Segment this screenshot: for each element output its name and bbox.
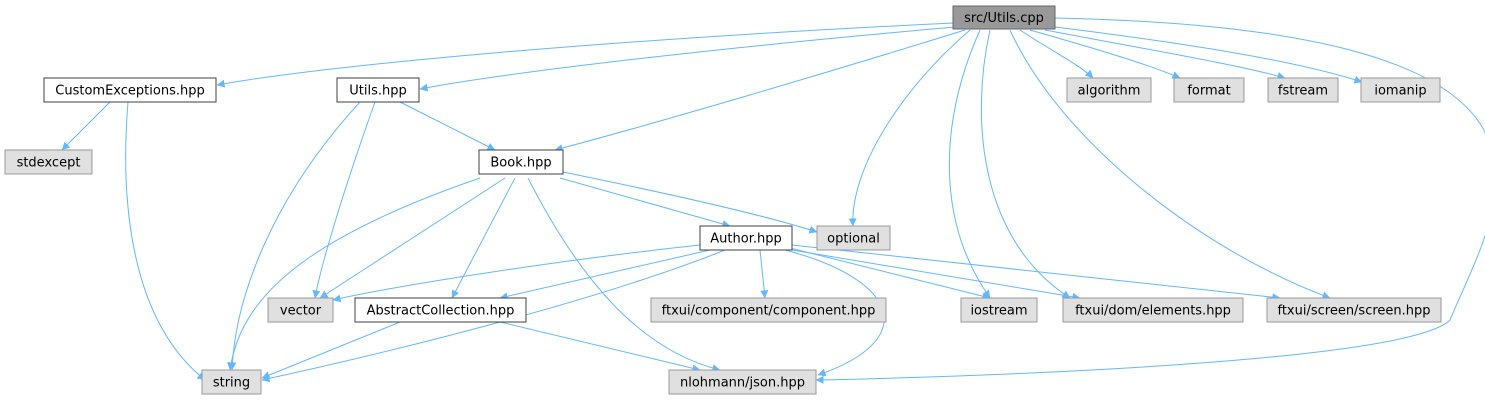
node-label: algorithm	[1078, 84, 1141, 99]
node-label: Utils.hpp	[349, 84, 406, 99]
edge-author-hpp-to-ftxui-screen	[791, 244, 1281, 302]
edge-book-hpp-to-abstract-collection-hpp	[451, 177, 516, 299]
node-ftxui-screen-screen-hpp: ftxui/screen/screen.hpp	[1266, 297, 1442, 323]
edge-book-hpp-to-string	[227, 177, 481, 371]
node-author-hpp[interactable]: Author.hpp	[699, 225, 793, 251]
node-box	[478, 149, 564, 175]
node-label: ftxui/dom/elements.hpp	[1075, 304, 1231, 319]
node-ftxui-component-component-hpp: ftxui/component/component.hpp	[650, 297, 887, 323]
nodes: src/Utils.cpp CustomExceptions.hpp Utils…	[4, 5, 1442, 395]
edge-utils-cpp-to-ftxui-screen	[1009, 29, 1331, 300]
node-label: ftxui/screen/screen.hpp	[1277, 304, 1430, 319]
node-box	[4, 149, 93, 175]
edge-utils-cpp-to-format	[1029, 29, 1181, 79]
edge-custom-exceptions-hpp-to-string	[125, 101, 206, 381]
node-label: iostream	[970, 304, 1027, 319]
node-box	[43, 77, 217, 103]
node-box	[1173, 77, 1245, 103]
edge-utils-cpp-to-ftxui-dom-elements	[980, 29, 1071, 299]
node-box	[650, 297, 887, 323]
node-nlohmann-json-hpp: nlohmann/json.hpp	[668, 369, 817, 395]
node-box	[816, 225, 891, 251]
node-label: format	[1187, 84, 1230, 99]
node-label: CustomExceptions.hpp	[55, 84, 204, 99]
node-stdexcept: stdexcept	[4, 149, 93, 175]
node-src-utils-cpp[interactable]: src/Utils.cpp	[952, 5, 1056, 30]
node-book-hpp[interactable]: Book.hpp	[478, 149, 564, 175]
node-label: src/Utils.cpp	[964, 11, 1044, 26]
node-box	[1267, 77, 1339, 103]
node-label: nlohmann/json.hpp	[680, 376, 805, 391]
node-box	[201, 369, 262, 395]
edge-book-hpp-to-nlohmann-json	[527, 177, 721, 373]
node-box	[1066, 77, 1152, 103]
edge-author-hpp-to-iostream	[789, 247, 991, 301]
edge-utils-cpp-to-custom-exceptions-hpp	[216, 22, 954, 88]
edge-utils-cpp-to-optional	[848, 29, 971, 227]
node-label: string	[213, 376, 250, 391]
node-algorithm: algorithm	[1066, 77, 1152, 103]
node-custom-exceptions-hpp[interactable]: CustomExceptions.hpp	[43, 77, 217, 103]
node-box	[1360, 77, 1441, 103]
node-label: fstream	[1278, 84, 1328, 99]
node-box	[952, 5, 1056, 30]
node-fstream: fstream	[1267, 77, 1339, 103]
edge-author-hpp-to-vector	[332, 244, 701, 303]
edge-custom-exceptions-hpp-to-stdexcept	[61, 101, 111, 151]
edge-utils-hpp-to-string	[228, 101, 361, 371]
node-utils-hpp[interactable]: Utils.hpp	[336, 77, 420, 103]
node-box	[267, 297, 334, 323]
node-label: stdexcept	[17, 156, 81, 171]
node-label: iomanip	[1374, 84, 1426, 99]
node-vector: vector	[267, 297, 334, 323]
edge-utils-cpp-to-fstream	[1044, 29, 1286, 80]
edge-book-hpp-to-vector	[319, 177, 506, 299]
edges	[61, 17, 1485, 384]
node-format: format	[1173, 77, 1245, 103]
node-box	[960, 297, 1038, 323]
node-iostream: iostream	[960, 297, 1038, 323]
edge-author-hpp-to-ftxui-component	[759, 249, 769, 299]
edge-utils-cpp-to-iostream	[948, 29, 991, 299]
edge-author-hpp-to-abstract-collection-hpp	[499, 249, 711, 301]
node-label: Author.hpp	[710, 232, 781, 247]
edge-utils-cpp-to-algorithm	[1019, 29, 1094, 79]
node-label: ftxui/component/component.hpp	[662, 304, 876, 319]
node-ftxui-dom-elements-hpp: ftxui/dom/elements.hpp	[1062, 297, 1244, 323]
node-abstract-collection-hpp[interactable]: AbstractCollection.hpp	[354, 297, 527, 323]
edge-author-hpp-to-ftxui-dom-elements	[791, 249, 1081, 301]
node-box	[336, 77, 420, 103]
edge-book-hpp-to-author-hpp	[559, 177, 731, 228]
edge-utils-hpp-to-book-hpp	[399, 101, 496, 151]
node-string: string	[201, 369, 262, 395]
node-iomanip: iomanip	[1360, 77, 1441, 103]
node-label: optional	[827, 232, 880, 247]
edge-utils-cpp-to-iomanip	[1054, 26, 1363, 84]
node-box	[668, 369, 817, 395]
edge-utils-hpp-to-vector	[312, 101, 376, 299]
edge-abstract-collection-hpp-to-string	[261, 321, 401, 379]
edge-utils-cpp-to-book-hpp	[554, 29, 966, 152]
node-label: AbstractCollection.hpp	[367, 304, 515, 319]
node-box	[699, 225, 793, 251]
edge-abstract-collection-hpp-to-nlohmann-json	[499, 321, 701, 373]
node-label: Book.hpp	[490, 156, 551, 171]
edge-book-hpp-to-optional	[562, 171, 818, 234]
edge-utils-cpp-to-utils-hpp	[419, 26, 956, 92]
edge-utils-cpp-to-nlohmann-json	[815, 17, 1485, 384]
node-box	[354, 297, 527, 323]
node-label: vector	[280, 304, 322, 319]
node-box	[1266, 297, 1442, 323]
node-box	[1062, 297, 1244, 323]
node-optional: optional	[816, 225, 891, 251]
